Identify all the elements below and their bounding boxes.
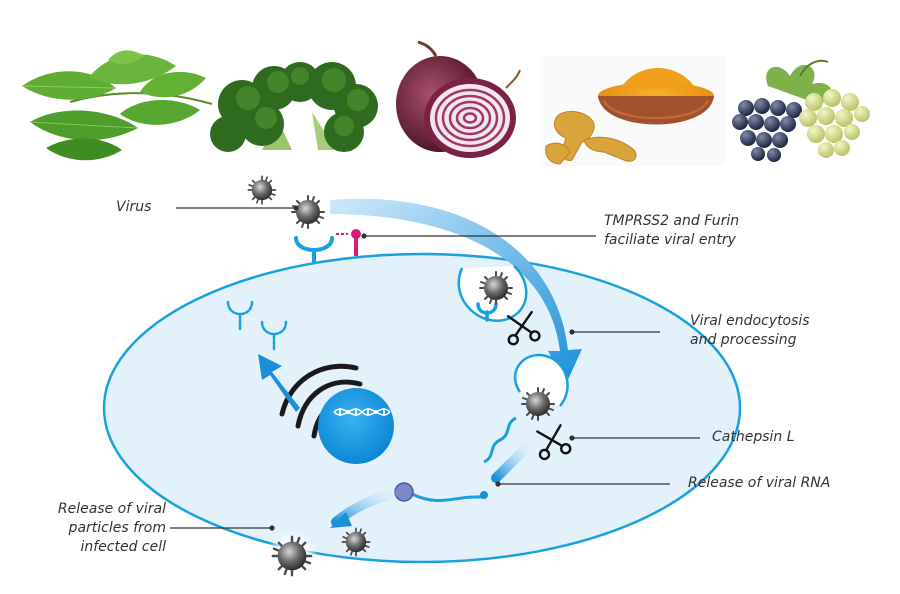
secretion-arrow: [258, 354, 300, 412]
red-onion-image: [396, 40, 521, 158]
label-release-particles: Release of viral particles from infected…: [36, 500, 166, 557]
label-release-rna: Release of viral RNA: [688, 475, 831, 491]
label-cathepsin: Cathepsin L: [712, 429, 795, 445]
virus-uncoating: [521, 387, 555, 421]
label-tmprss2: TMPRSS2 and Furin faciliate viral entry: [604, 212, 739, 250]
label-release-particles-line3: infected cell: [80, 539, 166, 555]
label-release-particles-line2: particles from: [68, 520, 166, 536]
ribosome: [394, 482, 414, 502]
label-tmprss2-line2: faciliate viral entry: [604, 232, 736, 248]
virus-particle-binding: [291, 195, 325, 229]
cell-membrane: [102, 252, 742, 564]
label-endocytosis: Viral endocytosis and processing: [690, 312, 810, 350]
broccoli-image: [210, 62, 378, 152]
virus-particle-assembling: [341, 527, 371, 557]
grapes-image: [732, 59, 870, 162]
green-tea-leaves-image: [21, 50, 213, 161]
virus-particle-released: [271, 535, 313, 577]
rna-release-arrow: [491, 441, 533, 483]
virus-in-endosome: [479, 271, 513, 305]
label-virus: Virus: [116, 199, 152, 215]
antibody-icon: [226, 300, 288, 352]
label-release-particles-line1: Release of viral: [57, 501, 166, 517]
turmeric-image: [540, 56, 725, 166]
virus-particle-free: [247, 175, 277, 205]
nucleus: [318, 388, 394, 464]
label-endocytosis-line1: Viral endocytosis: [690, 313, 810, 329]
viral-rna-strand: [483, 416, 517, 464]
tmprss2-protease: [336, 229, 361, 256]
ace2-receptor: [294, 236, 334, 264]
dna-helix-icon: [333, 408, 391, 416]
label-tmprss2-line1: TMPRSS2 and Furin: [604, 213, 740, 229]
label-endocytosis-line2: and processing: [690, 332, 797, 348]
